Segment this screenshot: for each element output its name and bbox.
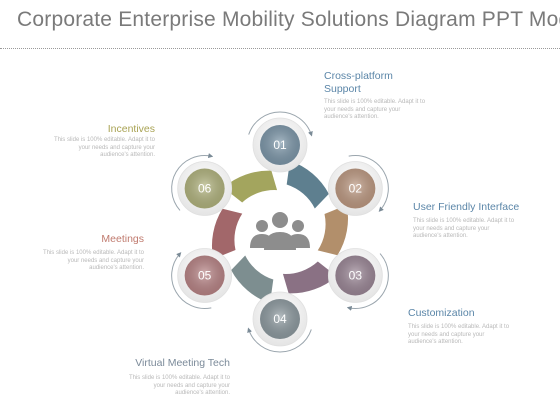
step-4-description: This slide is 100% editable. Adapt it to… — [128, 375, 230, 396]
step-2-number: 02 — [349, 182, 363, 196]
title-divider — [0, 48, 560, 49]
step-5-label: Meetings — [101, 233, 144, 245]
step-1-node: 01 — [252, 117, 308, 173]
step-2-node: 02 — [327, 161, 383, 216]
step-4-label: Virtual Meeting Tech — [135, 357, 230, 369]
step-2-arrow — [348, 155, 389, 212]
step-5-band — [211, 208, 243, 259]
step-3-label: Customization — [408, 307, 475, 319]
step-6-label: Incentives — [107, 123, 155, 135]
step-3-description: This slide is 100% editable. Adapt it to… — [408, 324, 510, 345]
step-3-arrow — [346, 253, 389, 311]
step-6-band — [223, 170, 278, 203]
step-4-number: 04 — [273, 312, 287, 326]
step-6-arrow — [171, 153, 214, 211]
step-5-number: 05 — [198, 269, 212, 283]
step-6-node: 06 — [177, 161, 233, 216]
step-1-label: Cross-platform Support — [324, 70, 393, 95]
step-1-description: This slide is 100% editable. Adapt it to… — [324, 99, 426, 120]
step-5-arrow — [171, 252, 212, 309]
step-2-label: User Friendly Interface — [413, 201, 520, 213]
step-6-description: This slide is 100% editable. Adapt it to… — [53, 137, 155, 158]
step-4-node: 04 — [252, 291, 308, 347]
step-2-band — [317, 205, 349, 256]
step-2-description: This slide is 100% editable. Adapt it to… — [413, 218, 515, 239]
step-1-arrow — [248, 111, 313, 137]
step-5-description: This slide is 100% editable. Adapt it to… — [42, 250, 144, 271]
step-6-number: 06 — [198, 182, 212, 196]
step-1-band — [286, 160, 329, 209]
step-3-node: 03 — [327, 248, 383, 303]
step-4-arrow — [247, 327, 312, 353]
step-4-band — [231, 255, 274, 304]
page-title: Corporate Enterprise Mobility Solutions … — [17, 8, 560, 31]
step-3-number: 03 — [349, 269, 363, 283]
step-5-node: 05 — [177, 248, 233, 303]
people-group-icon — [250, 212, 310, 250]
step-1-number: 01 — [273, 138, 287, 152]
step-3-band — [282, 261, 337, 294]
